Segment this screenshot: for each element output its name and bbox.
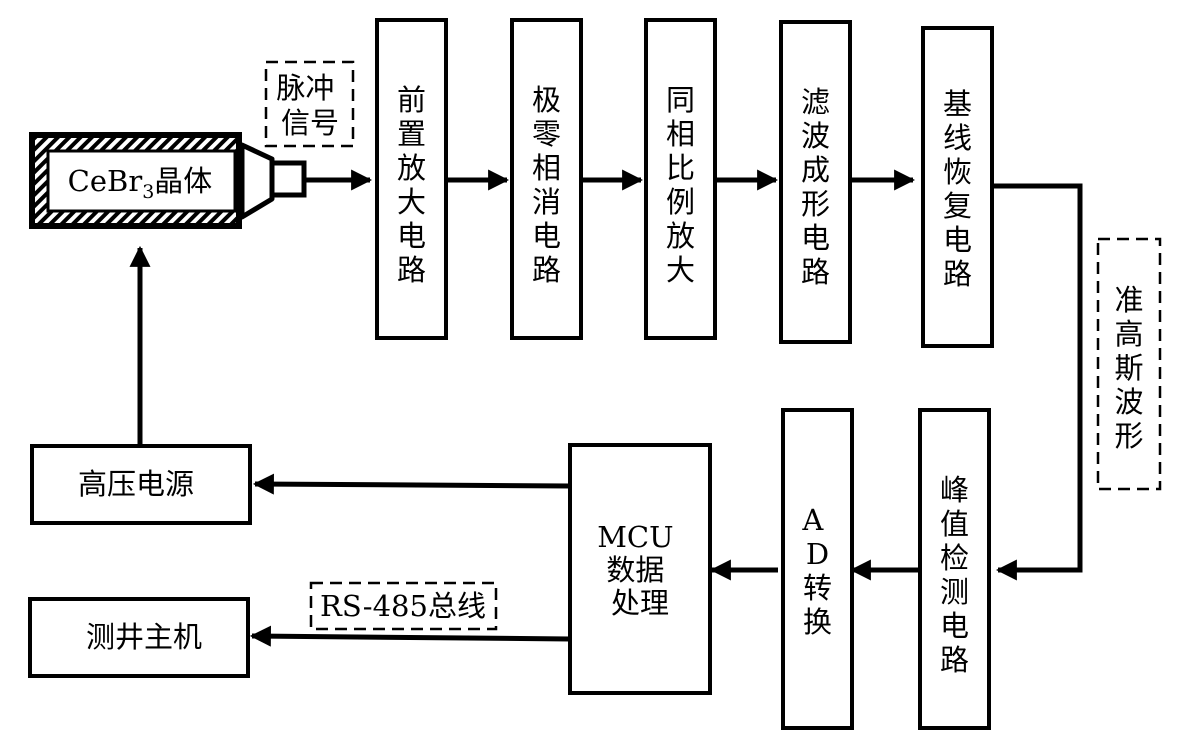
gaussian-annotation: 准高斯波形 xyxy=(1096,237,1162,491)
preamp-label: 前置放大电路 xyxy=(397,83,426,287)
host-label: 测井主机 xyxy=(86,620,202,654)
hv-supply-block: 高压电源 xyxy=(30,444,252,525)
arrow-mcu-to-host xyxy=(249,625,571,647)
gaussian-label: 准高斯波形 xyxy=(1114,283,1143,453)
arrow-mcu-to-hv xyxy=(252,473,571,495)
crystal-inner-box xyxy=(46,149,237,213)
pulse-signal-annotation: 脉冲 信号 xyxy=(264,60,355,148)
hv-supply-label: 高压电源 xyxy=(78,467,194,501)
baseline-block: 基线恢复电路 xyxy=(921,26,994,348)
crystal-detector: CeBr3晶体 xyxy=(29,132,307,229)
mcu-label: MCU 数据 处理 xyxy=(597,520,683,620)
preamp-block: 前置放大电路 xyxy=(375,18,448,340)
photomultiplier-taper xyxy=(239,142,275,220)
shaping-block: 滤波成形电路 xyxy=(779,20,852,344)
shaping-label: 滤波成形电路 xyxy=(801,85,830,289)
pole-zero-label: 极零相消电路 xyxy=(532,83,561,287)
peak-detect-block: 峰值检测电路 xyxy=(918,408,991,730)
peak-detect-label: 峰值检测电路 xyxy=(940,473,969,677)
wire-baseline-to-peak-detect xyxy=(992,183,1083,581)
connections xyxy=(129,169,1083,647)
mcu-block: MCU 数据 处理 xyxy=(568,443,712,695)
bus-annotation: RS-485总线 xyxy=(309,581,498,631)
adc-block: A D 转换 xyxy=(781,408,854,730)
adc-label: A D xyxy=(801,503,832,571)
host-block: 测井主机 xyxy=(28,597,250,678)
prop-amp-label: 同相比例放大 xyxy=(666,83,695,287)
baseline-label: 基线恢复电路 xyxy=(943,87,972,291)
photomultiplier-neck xyxy=(269,160,307,198)
adc-label-cn: 转换 xyxy=(803,571,832,639)
crystal-label: CeBr3晶体 xyxy=(68,164,213,203)
prop-amp-block: 同相比例放大 xyxy=(644,18,717,340)
pole-zero-block: 极零相消电路 xyxy=(510,18,583,340)
pulse-signal-label: 脉冲 信号 xyxy=(276,71,343,140)
bus-label: RS-485总线 xyxy=(320,589,486,623)
